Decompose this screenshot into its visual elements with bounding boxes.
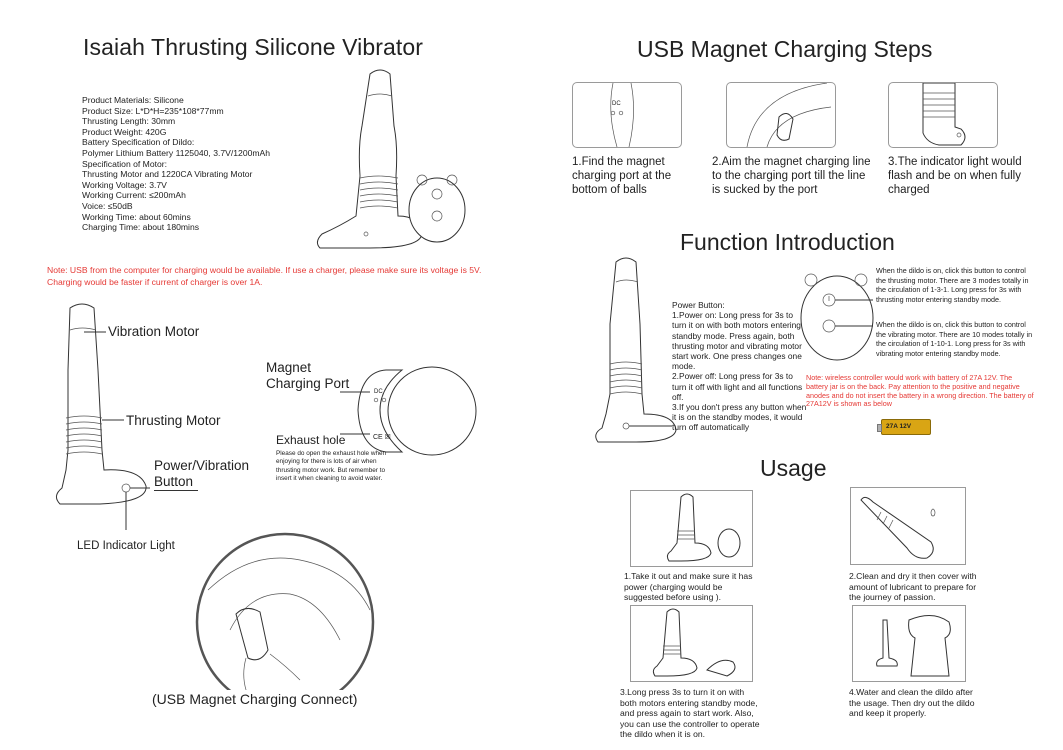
- spec-list: Product Materials: Silicone Product Size…: [82, 95, 332, 233]
- power-button-label-line2: Button: [154, 474, 194, 489]
- thrusting-motor-label: Thrusting Motor: [126, 413, 221, 428]
- remote-front-illustration: [800, 273, 874, 361]
- exhaust-hole-title: Exhaust hole: [276, 433, 346, 447]
- ce-label: CE ☒: [373, 434, 391, 441]
- usage4-text: 4.Water and clean the dildo after the us…: [849, 687, 975, 719]
- usage3-text: 3.Long press 3s to turn it on with both …: [620, 687, 760, 740]
- exhaust-hole-text: Please do open the exhaust hole when enj…: [276, 450, 387, 483]
- step2-text: 2.Aim the magnet charging line to the ch…: [712, 156, 871, 196]
- product-title: Isaiah Thrusting Silicone Vibrator: [83, 34, 424, 60]
- usage1-image: [630, 490, 753, 567]
- step1-dc-label: DC: [612, 101, 621, 107]
- battery-terminal: [877, 424, 882, 432]
- magnet-port-label-line1: Magnet: [266, 360, 312, 375]
- usage4-image: [852, 605, 966, 682]
- usb-note: Note: USB from the computer for charging…: [47, 265, 482, 287]
- spec-line: Specification of Motor:: [82, 158, 168, 169]
- spec-line: Battery Specification of Dildo:: [82, 137, 195, 148]
- step1-text: 1.Find the magnet charging port at the b…: [572, 156, 672, 196]
- product-side-diagram: [56, 303, 150, 530]
- usage1-text: 1.Take it out and make sure it has power…: [624, 571, 753, 603]
- battery-label: 27A 12V: [886, 423, 912, 430]
- function-product-illustration: [595, 257, 677, 443]
- remote-text-2: When the dildo is on, click this button …: [876, 320, 1033, 358]
- spec-line: Thrusting Length: 30mm: [82, 116, 176, 127]
- usage2-image: [850, 487, 966, 565]
- usb-connect-illustration: [195, 532, 375, 690]
- function-title: Function Introduction: [680, 229, 895, 255]
- usage-title: Usage: [760, 455, 827, 481]
- step3-image: [888, 82, 998, 148]
- spec-line: Voice: ≤50dB: [82, 200, 133, 211]
- power-button-label-line1: Power/Vibration: [154, 458, 250, 473]
- led-light-label: LED Indicator Light: [77, 540, 175, 552]
- step2-image: [726, 82, 836, 148]
- spec-line: Product Size: L*D*H=235*108*77mm: [82, 105, 224, 116]
- dc-label: DC: [374, 389, 383, 395]
- battery-note: Note: wireless controller would work wit…: [806, 373, 1034, 409]
- usage2-text: 2.Clean and dry it then cover with amoun…: [849, 571, 977, 603]
- spec-line: Thrusting Motor and 1220CA Vibrating Mot…: [82, 169, 253, 180]
- spec-line: Working Time: about 60mins: [82, 211, 191, 222]
- spec-line: Product Weight: 420G: [82, 126, 167, 137]
- product-illustration: [316, 69, 466, 249]
- remote-text-1: When the dildo is on, click this button …: [876, 266, 1029, 304]
- remote-controller-icon: [408, 174, 466, 243]
- step1-image: [572, 82, 682, 148]
- spec-line: Product Materials: Silicone: [82, 95, 184, 105]
- power-button-underline: [154, 490, 198, 491]
- power-button-text: Power Button: 1.Power on: Long press for…: [672, 300, 807, 433]
- spec-line: Charging Time: about 180mins: [82, 222, 200, 233]
- battery-icon: 27A 12V: [877, 419, 931, 435]
- spec-line: Polymer Lithium Battery 1125040, 3.7V/12…: [82, 147, 271, 158]
- step3-text: 3.The indicator light would flash and be…: [888, 156, 1022, 196]
- charging-steps-title: USB Magnet Charging Steps: [637, 36, 933, 62]
- vibration-motor-label: Vibration Motor: [108, 324, 200, 339]
- usb-connect-caption: (USB Magnet Charging Connect): [152, 691, 358, 707]
- magnet-port-label-line2: Charging Port: [266, 376, 350, 391]
- spec-line: Working Voltage: 3.7V: [82, 179, 167, 190]
- balls-bottom-illustration: [340, 366, 477, 456]
- spec-line: Working Current: ≤200mAh: [82, 190, 186, 201]
- usage3-image: [630, 605, 753, 682]
